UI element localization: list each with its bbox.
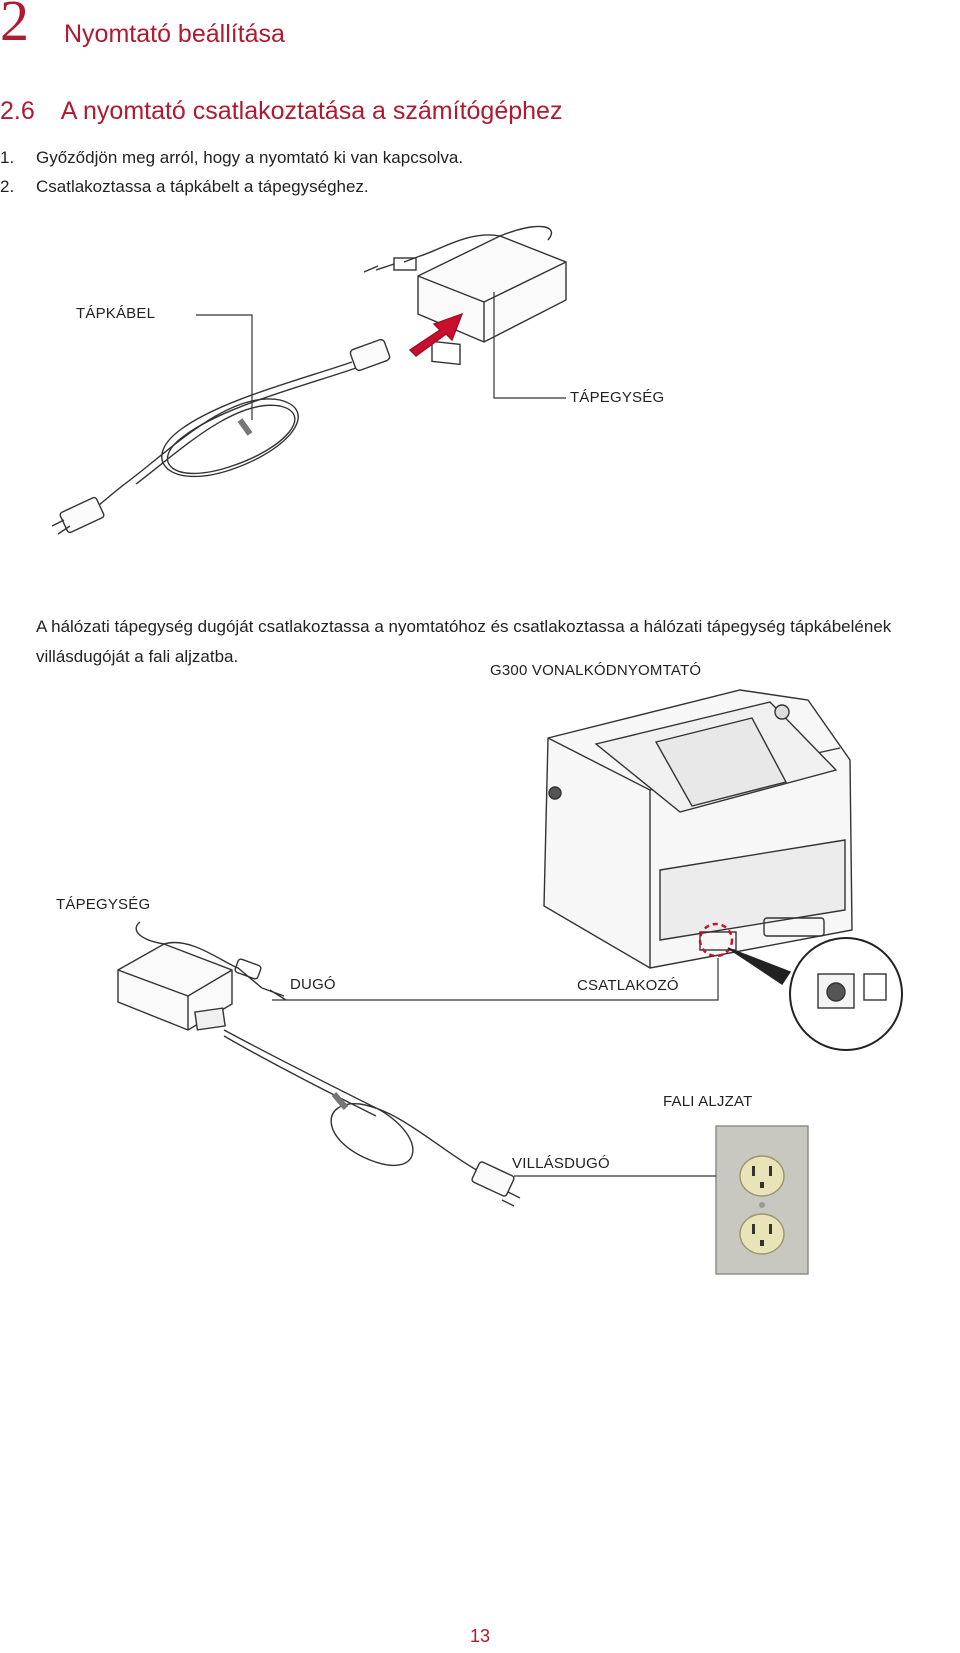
label-outlet: FALI ALJZAT	[663, 1093, 753, 1110]
step-number: 2.	[0, 177, 15, 196]
arrow-icon	[408, 312, 464, 357]
label-plug: DUGÓ	[290, 976, 336, 993]
wall-outlet-illustration	[715, 1125, 809, 1275]
figure1-cable-illustration	[51, 338, 391, 535]
label-adapter: TÁPEGYSÉG	[570, 389, 665, 406]
figure2-printer-setup	[117, 689, 903, 1275]
step-item: 1. Győződjön meg arról, hogy a nyomtató k…	[0, 148, 463, 168]
label-cable: TÁPKÁBEL	[76, 305, 156, 322]
figure2-adapter-illustration	[117, 921, 287, 1031]
chapter-title: Nyomtató beállítása	[64, 20, 285, 48]
label-adapter-2: TÁPEGYSÉG	[56, 896, 151, 913]
printer-illustration	[543, 689, 853, 969]
leader-line-adapter	[493, 292, 566, 399]
leader-line-plug	[272, 958, 719, 1001]
section-title-text: A nyomtató csatlakoztatása a számítógéph…	[60, 97, 563, 125]
chapter-number: 2	[0, 0, 29, 53]
leader-line-cable	[196, 314, 253, 420]
step-text: Győződjön meg arról, hogy a nyomtató ki …	[36, 148, 464, 167]
figure2-cable-illustration	[223, 1029, 521, 1207]
page-number: 13	[469, 1626, 491, 1646]
figure1-adapter-illustration	[363, 225, 567, 366]
section-title: 2.6 A nyomtató csatlakoztatása a számítóg…	[0, 97, 562, 126]
label-prong-plug: VILLÁSDUGÓ	[512, 1155, 610, 1172]
label-printer: G300 VONALKÓDNYOMTATÓ	[490, 662, 702, 679]
step-item: 2. Csatlakoztassa a tápkábelt a tápegység…	[0, 177, 369, 197]
instruction-paragraph: A hálózati tápegység dugóját csatlakozta…	[36, 617, 892, 666]
step-text: Csatlakoztassa a tápkábelt a tápegységhe…	[36, 177, 369, 196]
connector-zoom-detail	[789, 937, 903, 1051]
figure1-cable-adapter	[51, 225, 567, 535]
section-number: 2.6	[0, 97, 35, 125]
label-connector: CSATLAKOZÓ	[577, 977, 679, 994]
step-number: 1.	[0, 148, 15, 167]
connector-highlight	[698, 922, 734, 958]
